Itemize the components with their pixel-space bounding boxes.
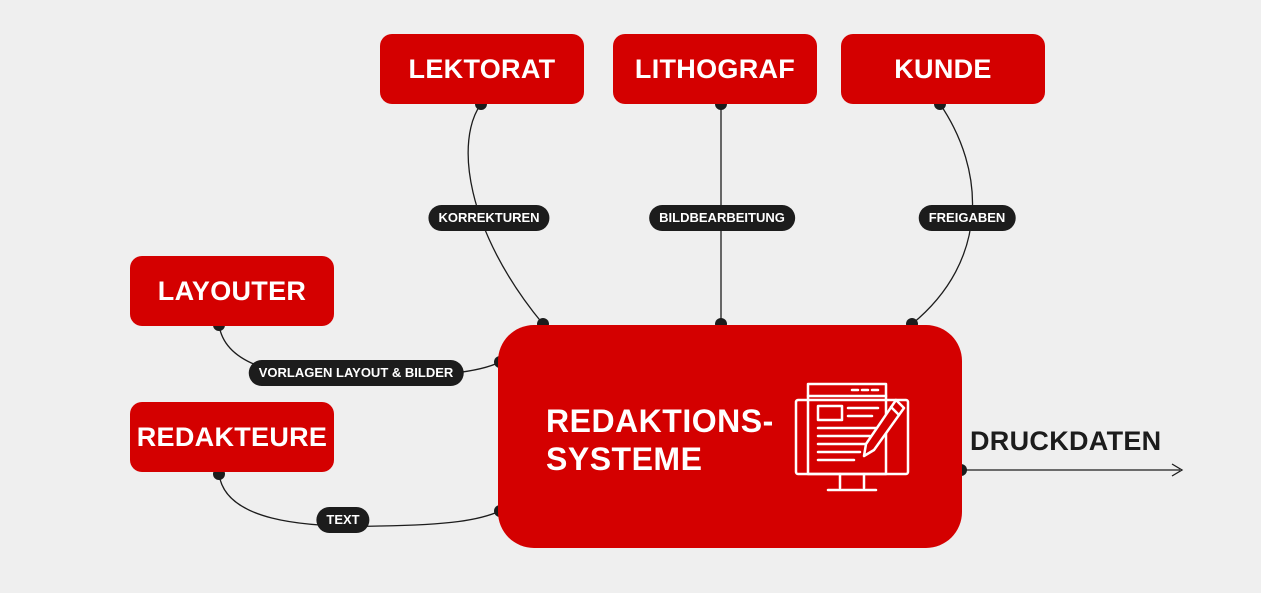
box-kunde-label: KUNDE: [894, 53, 992, 84]
connector-lektorat: [467, 103, 544, 325]
box-layouter: LAYOUTER: [130, 256, 334, 326]
monitor-editing-icon: [794, 382, 910, 492]
center-title: REDAKTIONS- SYSTEME: [546, 402, 774, 478]
output-arrowhead: [1171, 463, 1184, 477]
box-lithograf: LITHOGRAF: [613, 34, 817, 104]
box-layouter-label: LAYOUTER: [157, 275, 307, 306]
box-lithograf-label: LITHOGRAF: [634, 53, 796, 84]
center-title-line2: SYSTEME: [546, 441, 703, 477]
connector-redakteure: [218, 473, 501, 527]
pill-freigaben: FREIGABEN: [918, 205, 1016, 231]
box-lektorat: LEKTORAT: [380, 34, 584, 104]
box-redakteure: REDAKTEURE: [130, 402, 334, 472]
pill-bildbearbeitung: BILDBEARBEITUNG: [649, 205, 795, 231]
pill-text: TEXT: [316, 507, 370, 533]
center-title-line1: REDAKTIONS-: [546, 403, 774, 439]
box-lektorat-label: LEKTORAT: [408, 53, 556, 84]
output-druckdaten: DRUCKDATEN: [970, 426, 1162, 456]
pill-korrekturen: KORREKTUREN: [428, 205, 550, 231]
pill-vorlagen: VORLAGEN LAYOUT & BILDER: [248, 360, 464, 386]
box-kunde: KUNDE: [841, 34, 1045, 104]
box-redakteure-label: REDAKTEURE: [136, 421, 328, 452]
center-redaktionssysteme: REDAKTIONS- SYSTEME: [498, 325, 962, 548]
